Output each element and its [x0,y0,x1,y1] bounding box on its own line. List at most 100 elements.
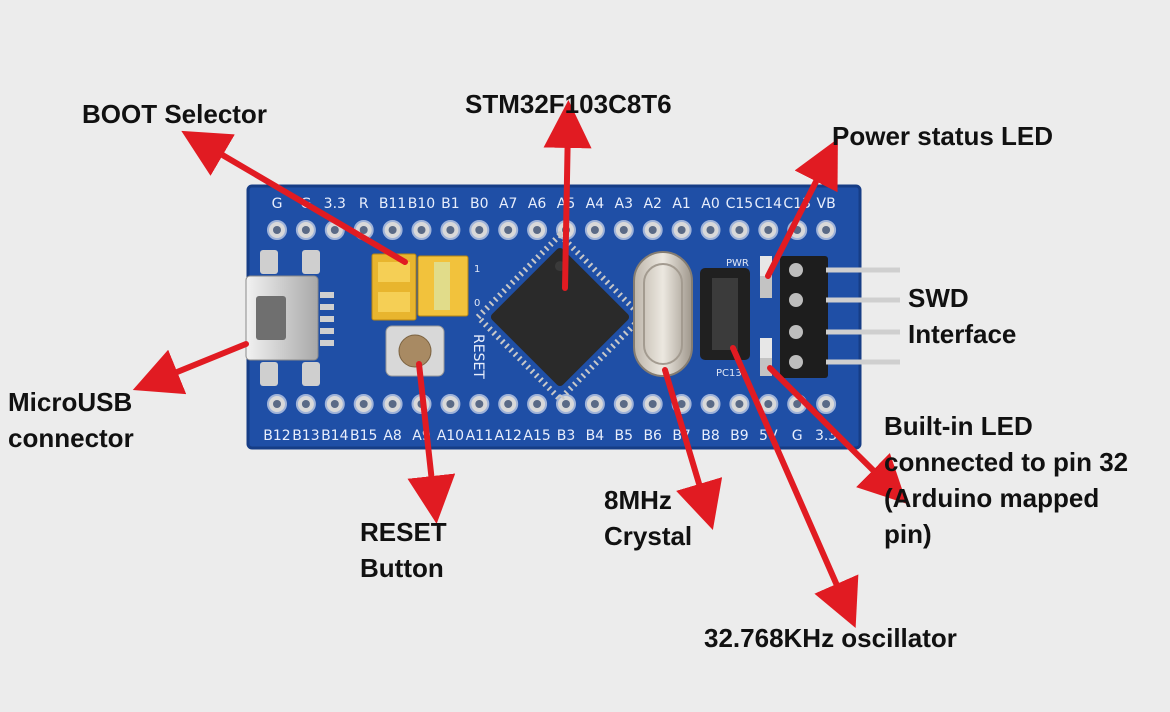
bottom-pin-hole-center [533,400,542,408]
top-pin-label: R [359,196,369,212]
bottom-pin-hole-center [388,400,397,408]
bottom-pin-hole-center [764,400,773,408]
arrow-mcu [543,100,592,291]
bottom-pin-label: A10 [437,428,464,444]
label-crystal-2: Crystal [604,521,693,551]
bottom-pin-hole-center [590,400,599,408]
top-pin-label: A6 [528,196,547,212]
reset-button-part: RESET [385,325,486,379]
arrow-crystal [662,367,723,530]
label-microusb-2: connector [8,423,134,453]
bottom-pin-label: B13 [292,428,319,444]
top-pin-hole-center [648,226,657,234]
bottom-pin-hole-center [504,400,513,408]
label-builtin-led-3: (Arduino mapped [884,483,1100,513]
top-pin-label: B0 [470,196,489,212]
crystal-8mhz [633,251,693,377]
label-reset-2: Button [360,553,444,583]
top-pin-label: A3 [615,196,633,212]
top-pin-label: VB [817,196,836,212]
bottom-pin-hole-center [475,400,484,408]
top-pin-hole-center [735,226,744,234]
top-pin-hole-center [330,226,339,234]
pwr-silk: PWR [726,258,749,269]
top-pin-label: A1 [672,196,690,212]
top-pin-hole-center [301,226,310,234]
bottom-pin-hole-center [301,400,310,408]
label-mcu: STM32F103C8T6 [465,89,672,119]
top-pin-label: B1 [441,196,460,212]
jumper-1-silk: 1 [474,264,480,275]
top-pin-label: A7 [499,196,517,212]
bottom-pin-label: B8 [701,428,720,444]
bottom-pin-hole-center [359,400,368,408]
microusb-connector [245,250,334,386]
bottom-pin-hole-center [735,400,744,408]
top-pin-label: G [272,196,283,212]
bottom-pin-hole-center [793,400,802,408]
arrow-usb [132,341,249,395]
oscillator-32khz [700,268,750,360]
label-builtin-led-4: pin) [884,519,932,549]
top-pin-hole-center [822,226,831,234]
bottom-pin-hole-center [677,400,686,408]
label-power-led: Power status LED [832,121,1054,151]
bottom-pin-row [267,394,837,414]
label-swd-1: SWD [908,283,969,313]
bottom-pin-label: B4 [586,428,605,444]
arrow-reset [407,361,456,524]
top-pin-hole-center [446,226,455,234]
top-pin-hole-center [475,226,484,234]
bottom-pin-hole-center [648,400,657,408]
top-pin-hole-center [619,226,628,234]
top-pin-hole-center [590,226,599,234]
top-pin-hole-center [706,226,715,234]
bottom-pin-label: A8 [383,428,401,444]
top-pin-label: 3.3 [324,196,346,212]
arrow-oscillator [730,345,859,628]
bottom-pin-label: B15 [350,428,377,444]
top-pin-label: A0 [701,196,719,212]
top-pin-hole-center [677,226,686,234]
bottom-pin-hole-center [446,400,455,408]
label-reset-1: RESET [360,517,447,547]
builtin-led: PC13 [716,338,772,379]
bottom-pin-label: B5 [615,428,634,444]
label-crystal-1: 8MHz [604,485,672,515]
bottom-pin-hole-center [562,400,570,408]
bottom-pin-label: B14 [321,428,349,444]
label-builtin-led-2: connected to pin 32 [884,447,1129,477]
top-pin-hole-center [359,226,368,234]
reset-silk: RESET [470,334,486,379]
bottom-pin-hole-center [330,400,339,408]
arrow-power-led [765,138,838,279]
jumper-0-silk: 0 [474,298,480,309]
bottom-pin-hole-center [706,400,715,408]
boot-selector-jumpers: 1 0 [371,253,480,321]
bottom-pin-label: G [792,428,803,444]
label-boot-selector: BOOT Selector [82,99,267,129]
top-pin-label: A2 [643,196,661,212]
top-pin-label: A4 [586,196,605,212]
top-pin-hole-center [417,226,426,234]
arrow-boot [181,130,408,265]
annotation-arrows [132,100,908,628]
arrow-builtin-led [767,365,908,504]
pc13-silk: PC13 [716,368,742,379]
bottom-pin-label: B12 [263,428,290,444]
label-microusb-1: MicroUSB [8,387,133,417]
top-pin-hole-center [388,226,397,234]
top-pin-label: B10 [408,196,435,212]
top-pin-label: C15 [726,196,754,212]
top-pin-hole-center [504,226,513,234]
label-oscillator: 32.768KHz oscillator [704,623,957,653]
top-pin-label: B11 [379,196,406,212]
bottom-pin-label: A11 [466,428,493,444]
bottom-pin-label: B6 [643,428,662,444]
top-pin-hole-center [273,226,281,234]
bottom-pin-label: B3 [557,428,576,444]
top-pin-hole-center [764,226,773,234]
bottom-pin-hole-center [822,400,831,408]
bottom-pin-hole-center [273,400,281,408]
